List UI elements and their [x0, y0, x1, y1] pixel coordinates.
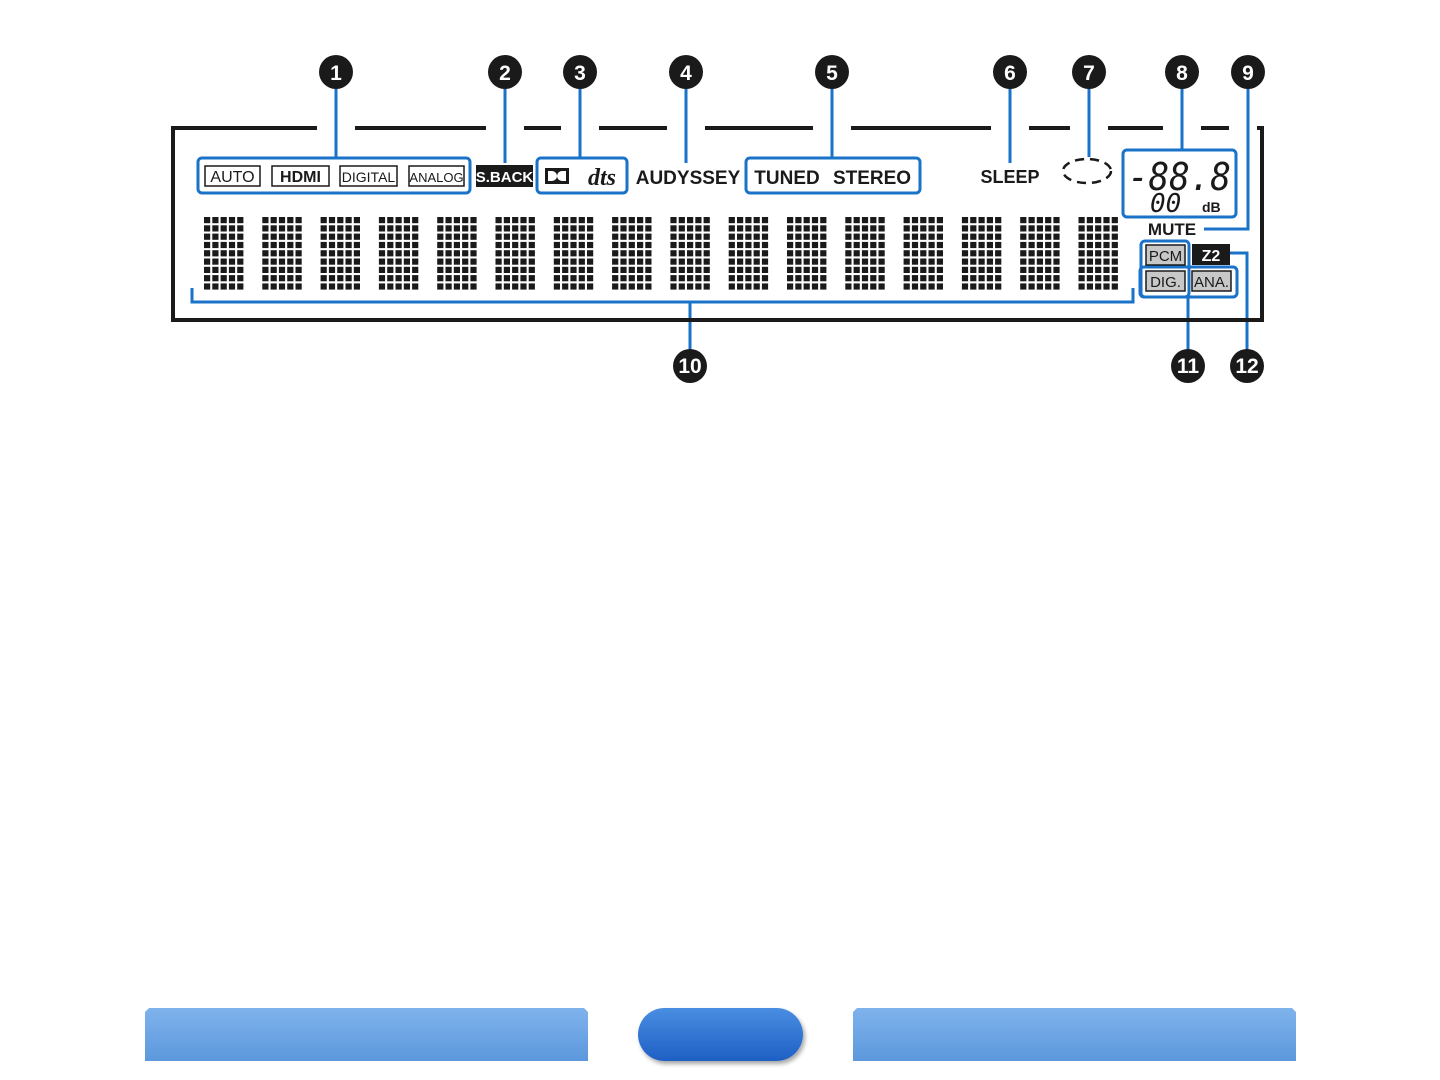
- character-cell: [904, 217, 943, 290]
- callout-3: 3: [563, 55, 597, 89]
- callout-10: 10: [673, 349, 707, 383]
- stereo-indicator: STEREO: [833, 168, 911, 189]
- mute-indicator: MUTE: [1148, 220, 1196, 239]
- character-cell: [262, 217, 301, 290]
- dig-indicator: DIG.: [1150, 274, 1181, 291]
- callout-7: 7: [1072, 55, 1106, 89]
- character-cell: [1020, 217, 1059, 290]
- callout-9: 9: [1231, 55, 1265, 89]
- input-analog: ANALOG: [409, 170, 463, 185]
- tuner-indicators: TUNED STEREO: [746, 158, 920, 193]
- input-indicators: AUTO HDMI DIGITAL ANALOG: [198, 158, 470, 193]
- callout-12: 12: [1230, 349, 1264, 383]
- character-cell: [204, 217, 243, 290]
- sleep-indicator: SLEEP: [980, 167, 1039, 187]
- svg-text:9: 9: [1242, 62, 1254, 85]
- volume-indicator: -88.8 00 dB: [1123, 150, 1236, 219]
- callout-4: 4: [669, 55, 703, 89]
- circle-indicator-icon: [1063, 159, 1111, 183]
- callout-5: 5: [815, 55, 849, 89]
- dolby-logo-icon: [545, 168, 569, 184]
- ana-indicator: ANA.: [1194, 274, 1229, 291]
- svg-text:6: 6: [1004, 62, 1016, 85]
- svg-text:5: 5: [826, 62, 838, 85]
- character-cell: [962, 217, 1001, 290]
- display-diagram: AUTO HDMI DIGITAL ANALOG S.BACK dts AUDY…: [0, 0, 1440, 400]
- svg-text:2: 2: [499, 62, 511, 85]
- decoder-indicators: dts: [537, 158, 627, 193]
- db-unit: dB: [1202, 199, 1221, 215]
- character-cell: [787, 217, 826, 290]
- svg-text:1: 1: [330, 62, 342, 85]
- svg-text:7: 7: [1083, 62, 1095, 85]
- character-cell: [554, 217, 593, 290]
- svg-text:3: 3: [574, 62, 586, 85]
- previous-page-button[interactable]: [145, 1008, 588, 1061]
- character-cell: [321, 217, 360, 290]
- home-button[interactable]: [638, 1008, 803, 1061]
- pcm-indicator: PCM: [1149, 248, 1182, 265]
- character-matrix: [204, 217, 1118, 290]
- input-digital: DIGITAL: [342, 169, 396, 185]
- svg-text:11: 11: [1177, 355, 1200, 378]
- next-page-button[interactable]: [853, 1008, 1296, 1061]
- character-cell: [437, 217, 476, 290]
- audyssey-indicator: AUDYSSEY: [636, 168, 741, 189]
- callout-6: 6: [993, 55, 1027, 89]
- character-cell: [1079, 217, 1118, 290]
- callout-2: 2: [488, 55, 522, 89]
- character-matrix-bracket: [192, 288, 1133, 302]
- character-cell: [612, 217, 651, 290]
- signal-indicators: PCM Z2 DIG. ANA.: [1140, 241, 1237, 297]
- z2-indicator: Z2: [1202, 248, 1221, 265]
- dts-logo: dts: [588, 165, 616, 191]
- character-cell: [729, 217, 768, 290]
- input-hdmi: HDMI: [280, 169, 321, 186]
- sback-indicator: S.BACK: [476, 165, 534, 187]
- svg-text:4: 4: [680, 62, 692, 85]
- svg-text:12: 12: [1235, 355, 1258, 378]
- sback-label: S.BACK: [476, 169, 534, 186]
- input-auto: AUTO: [210, 169, 254, 186]
- character-cell: [379, 217, 418, 290]
- callout-1: 1: [319, 55, 353, 89]
- character-cell: [496, 217, 535, 290]
- svg-text:10: 10: [678, 355, 701, 378]
- character-cell: [845, 217, 884, 290]
- svg-text:8: 8: [1176, 62, 1188, 85]
- callout-11: 11: [1171, 349, 1205, 383]
- volume-bottom-digits: 00: [1150, 189, 1181, 219]
- callout-8: 8: [1165, 55, 1199, 89]
- tuned-indicator: TUNED: [754, 168, 819, 189]
- character-cell: [670, 217, 709, 290]
